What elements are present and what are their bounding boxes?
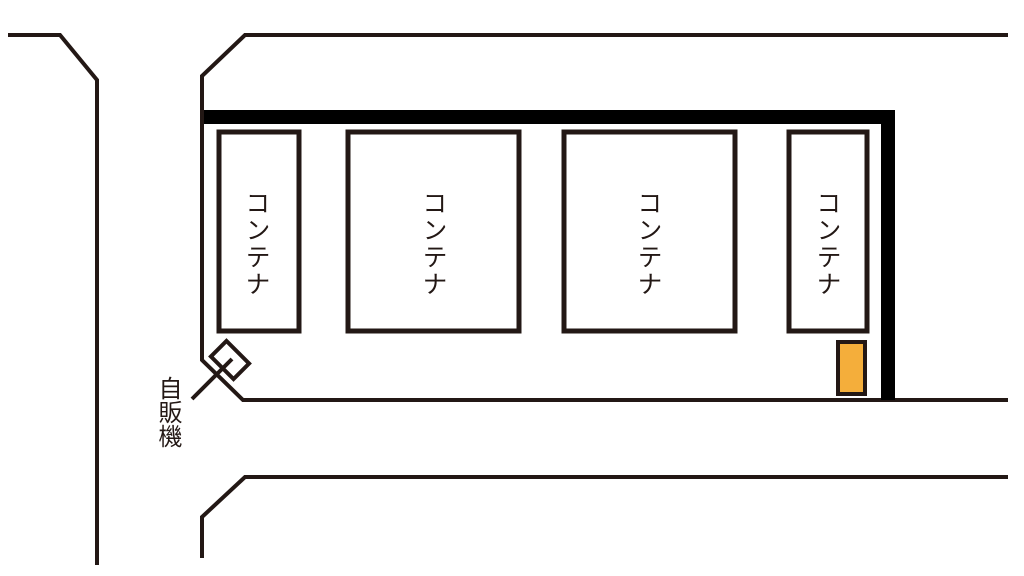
container-label: コンテナ: [634, 190, 663, 298]
container-3: [561, 129, 738, 334]
vending-machine-label: 自販機: [154, 376, 182, 448]
target-parking-space: [836, 340, 867, 396]
wall: [204, 110, 895, 400]
lot-boundary: [200, 33, 1008, 402]
container-label: コンテナ: [813, 190, 842, 298]
container-2: [345, 129, 522, 334]
container-4: [786, 129, 870, 334]
container-label: コンテナ: [419, 190, 448, 298]
lower-road-edge: [200, 475, 1008, 558]
container-1: [216, 129, 302, 334]
container-label: コンテナ: [242, 190, 271, 298]
vending-machine-icon: [190, 338, 252, 401]
left-road-edge: [8, 33, 99, 565]
